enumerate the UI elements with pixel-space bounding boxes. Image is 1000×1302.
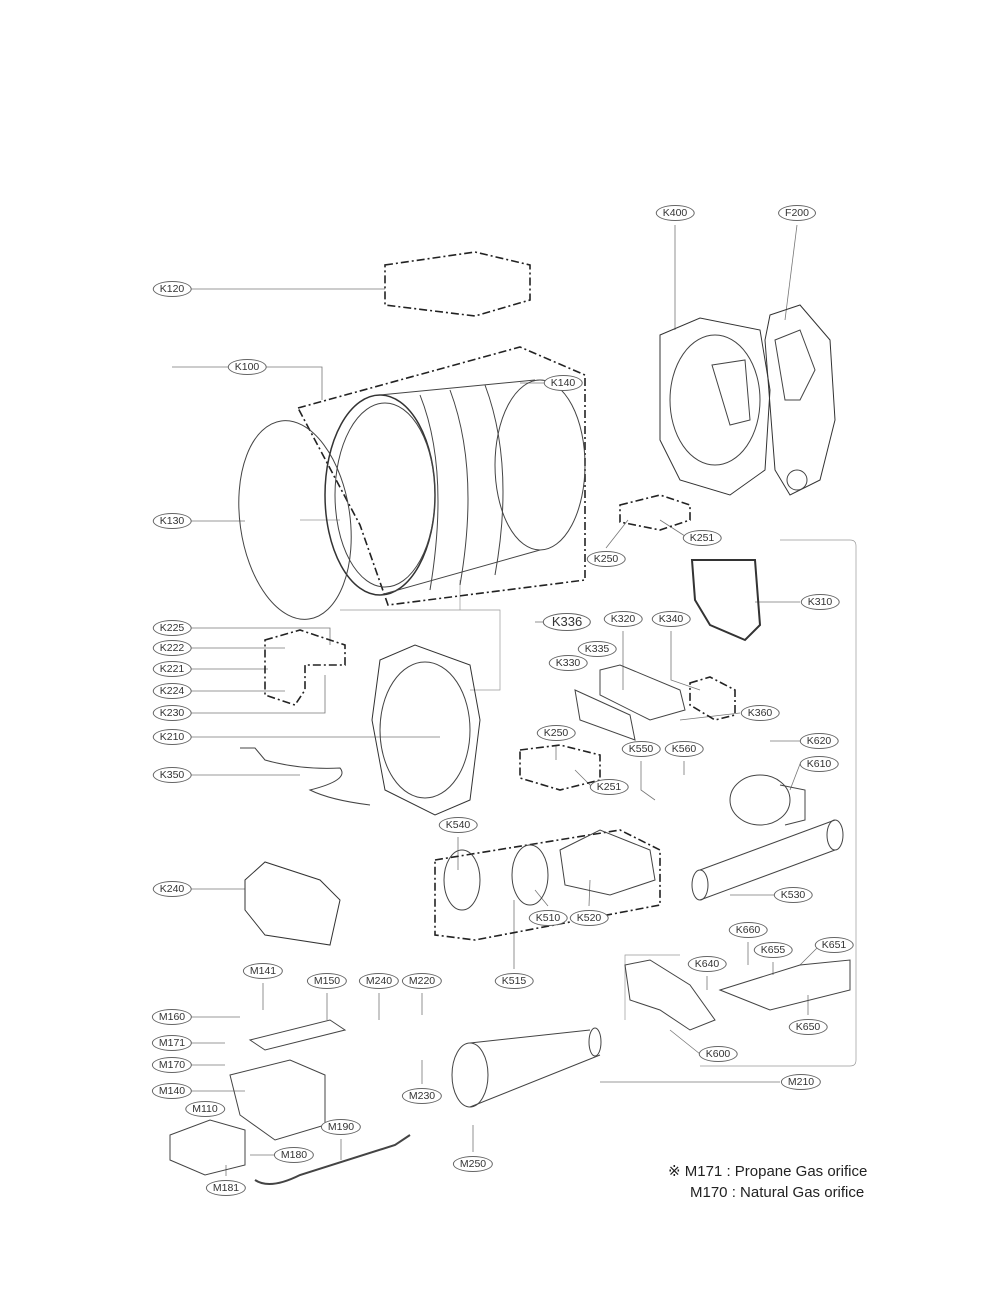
group-outlines <box>300 519 857 1067</box>
part-label: K250 <box>536 725 576 741</box>
part-label: M170 <box>151 1057 193 1073</box>
assembly-boxes <box>264 251 736 941</box>
part-label: M190 <box>320 1119 362 1135</box>
part-label: K660 <box>728 922 768 938</box>
part-label: F200 <box>778 205 816 221</box>
part-label: K336 <box>542 613 592 631</box>
part-label: M180 <box>273 1147 315 1163</box>
blower-housing-k520 <box>559 829 656 896</box>
bracket-m140 <box>229 1059 326 1141</box>
part-label: K310 <box>800 594 840 610</box>
part-label: M220 <box>401 973 443 989</box>
note-natural: M170 : Natural Gas orifice <box>690 1184 865 1201</box>
part-label: K221 <box>152 661 192 677</box>
filter-housing-f200 <box>764 304 836 496</box>
part-label: K320 <box>603 611 643 627</box>
impeller-k510 <box>511 844 549 906</box>
pipe-m190 <box>254 1134 411 1185</box>
part-label: K130 <box>152 513 192 529</box>
part-label: K510 <box>528 910 568 926</box>
leader-lines <box>172 224 821 1176</box>
part-label: M240 <box>358 973 400 989</box>
part-label: K210 <box>152 729 192 745</box>
note-line-1: M171 : Propane Gas orifice <box>684 1163 868 1180</box>
part-label: M150 <box>306 973 348 989</box>
part-label: K515 <box>494 973 534 989</box>
rear-bulkhead-k400 <box>659 317 771 496</box>
part-label: K350 <box>152 767 192 783</box>
door-k240 <box>244 861 341 946</box>
note-propane: ※ M171 : Propane Gas orifice <box>668 1162 867 1180</box>
part-label: M141 <box>242 963 284 979</box>
note-symbol: ※ <box>668 1163 681 1180</box>
seal-k540 <box>443 849 481 911</box>
part-label: K230 <box>152 705 192 721</box>
igniter-bracket-k650 <box>718 959 851 1011</box>
part-label: M230 <box>401 1088 443 1104</box>
part-label: K360 <box>740 705 780 721</box>
part-label: K650 <box>788 1019 828 1035</box>
part-label: K530 <box>773 887 813 903</box>
part-label: K225 <box>152 620 192 636</box>
part-label: K251 <box>682 530 722 546</box>
part-label: K651 <box>814 937 854 953</box>
bracket-k600 <box>624 959 716 1031</box>
part-label: K100 <box>227 359 267 375</box>
part-label: K330 <box>548 655 588 671</box>
duct-k530 <box>691 819 844 901</box>
part-label: K560 <box>664 741 704 757</box>
drum-k140 <box>324 379 586 596</box>
part-label: K251 <box>589 779 629 795</box>
part-label: K620 <box>799 733 839 749</box>
part-label: K240 <box>152 881 192 897</box>
part-label: K400 <box>655 205 695 221</box>
part-label: K335 <box>577 641 617 657</box>
part-label: M171 <box>151 1035 193 1051</box>
part-label: K550 <box>621 741 661 757</box>
part-label: K340 <box>651 611 691 627</box>
front-bulkhead-k210 <box>371 644 481 816</box>
part-label: M250 <box>452 1156 494 1172</box>
part-label: K600 <box>698 1046 738 1062</box>
gas-valve-m110 <box>169 1119 246 1176</box>
motor-k610 <box>729 774 806 826</box>
harness-k350 <box>240 747 371 806</box>
part-label: M110 <box>185 1101 225 1117</box>
part-label: K640 <box>687 956 727 972</box>
part-label: K140 <box>543 375 583 391</box>
drum-seal-k130 <box>238 420 352 620</box>
part-label: K655 <box>753 942 793 958</box>
manifold-m150 <box>248 1019 347 1051</box>
part-label: K224 <box>152 683 192 699</box>
part-label: M160 <box>151 1009 193 1025</box>
part-label: M140 <box>151 1083 193 1099</box>
part-label: M181 <box>205 1180 247 1196</box>
part-label: K540 <box>438 817 478 833</box>
part-label: K610 <box>799 756 839 772</box>
lint-filter-k320 <box>574 664 686 741</box>
part-label: K120 <box>152 281 192 297</box>
burner-tube-m210 <box>451 1027 602 1108</box>
gasket-k310 <box>690 559 762 642</box>
part-label: M210 <box>780 1074 822 1090</box>
part-label: K520 <box>569 910 609 926</box>
part-label: K222 <box>152 640 192 656</box>
part-label: K250 <box>586 551 626 567</box>
